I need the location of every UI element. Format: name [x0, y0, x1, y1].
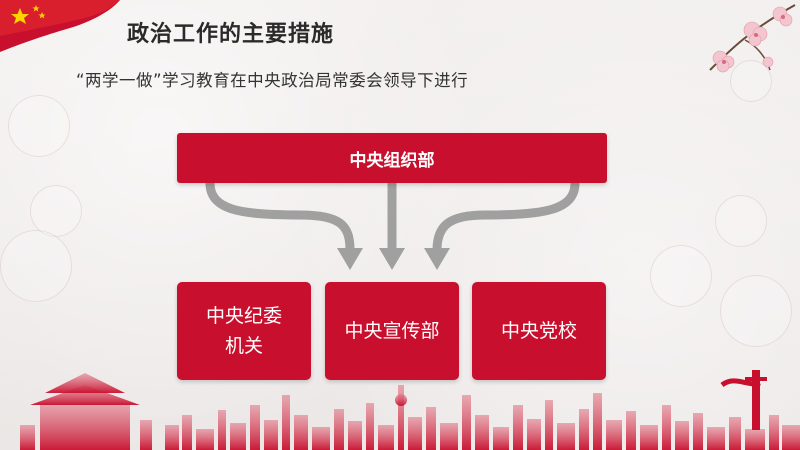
blossom-decoration	[709, 4, 796, 73]
arrowhead-right	[424, 248, 450, 270]
arrow-to-left	[205, 182, 355, 251]
slide-subtitle: “两学一做”学习教育在中央政治局常委会领导下进行	[76, 71, 469, 90]
node-label: 中央党校	[500, 320, 577, 342]
decor-circle	[8, 95, 70, 157]
city-skyline-decoration	[20, 370, 800, 450]
arrow-to-right	[432, 182, 580, 251]
node-central-organization-department: 中央组织部	[177, 133, 607, 183]
arrowhead-center	[379, 248, 405, 270]
decor-circle	[730, 60, 772, 102]
node-central-party-school: 中央党校	[472, 282, 606, 380]
node-central-discipline-commission: 中央纪委机关	[177, 282, 311, 380]
decor-circle	[720, 275, 792, 347]
decor-circle	[715, 195, 767, 247]
decor-circle	[650, 245, 712, 307]
slide-title: 政治工作的主要措施	[127, 22, 335, 47]
decor-circle	[0, 230, 72, 302]
node-label: 中央宣传部	[344, 320, 440, 342]
arrowhead-left	[337, 248, 363, 270]
node-label: 中央组织部	[349, 150, 435, 171]
red-flag-decoration	[0, 0, 120, 52]
node-label: 中央纪委机关	[205, 305, 282, 357]
node-central-publicity-department: 中央宣传部	[325, 282, 459, 380]
